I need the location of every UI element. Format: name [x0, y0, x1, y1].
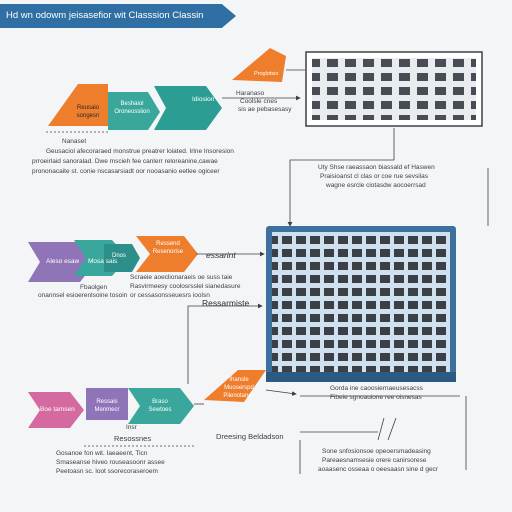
- mid-orange-arrow: [136, 236, 198, 272]
- top-teal2-arrow: [154, 86, 222, 130]
- bottom-right-body-line-3: aoaasenc osseaa o oeesaasn sine d gecr: [318, 466, 438, 473]
- top-teal-label: Beshaiol Oroneosslion: [114, 101, 150, 115]
- grid-top-note-1: Uty Shse raeassaon biassald ef Haswen: [318, 164, 435, 171]
- results-label: Ressarmiste: [202, 298, 250, 308]
- mid-teal-label: Mosa sais: [88, 258, 118, 265]
- connector-top-to-main: [287, 128, 395, 227]
- bottom-right-body-line-2: Pareaesnamsesie orere canirsorese: [322, 457, 427, 464]
- mid-purple-label: Aleso esaw: [46, 258, 80, 265]
- bottom-purple-arrow: [86, 388, 128, 420]
- bottom-orange-arrow: [204, 370, 266, 402]
- mid-caption: Fbaolgen: [80, 284, 108, 291]
- bottom-teal-label: Braso Sewtoes: [148, 399, 172, 413]
- mid-teal-inner-label: Dnos: [112, 253, 127, 259]
- bottom-caption-top: Insr: [126, 424, 137, 431]
- grid-top-note-3: wagne esrcle ciotasdw aocoerrsad: [326, 182, 426, 189]
- top-right-orange-arrow: [232, 48, 286, 82]
- mid-body-line-1: Scraeie aoeclionaraeis oe suss taie: [130, 274, 233, 281]
- top-right-side-note-2: Coolsle cnes: [240, 98, 278, 105]
- top-teal2-label: Idiosion: [192, 96, 215, 103]
- grid-bottom-note-1: Gorda ine caoosiernaeusesacss: [330, 385, 423, 392]
- top-body-line-2: prroeirlaid sanoralad. Dwe mscieh fee ca…: [32, 158, 218, 165]
- top-body-line-1: Geusaciol afecoraraed monstrue preatrer …: [46, 148, 234, 155]
- bottom-stage-chain: [28, 370, 297, 447]
- top-right-side-note-1: Haranaso: [236, 90, 265, 97]
- mid-left-note: onannsel esioerenlsoine tosoin: [38, 292, 128, 299]
- top-grid-panel: [305, 51, 483, 127]
- top-caption: Nanaset: [62, 138, 87, 145]
- grid-top-note-2: Praisioanst cl clas or coe rue sevsilas: [320, 173, 429, 180]
- main-grid-panel: [266, 226, 456, 382]
- bottom-purple-label: Ressais Menmecr: [94, 399, 120, 413]
- bottom-right-caption: Dreesing Beldadson: [216, 432, 284, 441]
- top-orange-label: Reusaio songesn: [76, 105, 100, 119]
- bottom-teal-arrow: [128, 388, 194, 424]
- grid-bottom-note-2: Fibeie sgnoauione ree oisnesas: [330, 394, 422, 401]
- bottom-body-line-3: Peetoasn sc. loot ssorecoraseroem: [56, 468, 158, 475]
- mid-stage-chain: [28, 236, 265, 282]
- connector-results: [187, 303, 263, 384]
- mid-body-line-2: Rasvirmeesy coolosrsslel sianedasure: [130, 283, 241, 290]
- bottom-caption: Resossnes: [114, 434, 152, 443]
- connector-bottom-return: [300, 417, 397, 441]
- bottom-pink-label: Boe tamsen: [40, 406, 75, 413]
- bottom-pink-arrow: [28, 392, 84, 428]
- top-right-orange-label: Proglotsio: [254, 71, 279, 77]
- bottom-body-line-2: Smaseanse hiveo rouseasoonr assee: [56, 459, 165, 466]
- top-body-line-3: prononacaite st. conie nscasarsiadt oor …: [32, 168, 220, 175]
- bottom-connector-2: [265, 389, 297, 396]
- mid-orange-label: Ressend Resenorise: [152, 241, 184, 255]
- top-right-side-note-3: sis ae pebasesasy: [238, 106, 292, 113]
- bottom-right-body-line-1: Sone snfosionsoe opeoersmadeasing: [322, 448, 431, 455]
- mid-body-line-3: or cessasonsseuesrs ioolsn: [130, 292, 210, 299]
- bottom-orange-label: Ihansle Muoserspd Pilenotanes: [223, 377, 255, 399]
- mid-teal-dark-arrow: [104, 244, 140, 272]
- top-stage-chain: [46, 48, 305, 133]
- mid-side-label: essarint: [206, 250, 236, 260]
- top-teal-arrow: [108, 92, 160, 130]
- top-orange-chevron: [48, 84, 108, 126]
- bottom-body-line-1: Gosanoe fon wit. Iaeaeent, Ticn: [56, 450, 148, 457]
- header-title-banner: Hd wn odowm jeisasefior wit Classsion Cl…: [0, 4, 236, 28]
